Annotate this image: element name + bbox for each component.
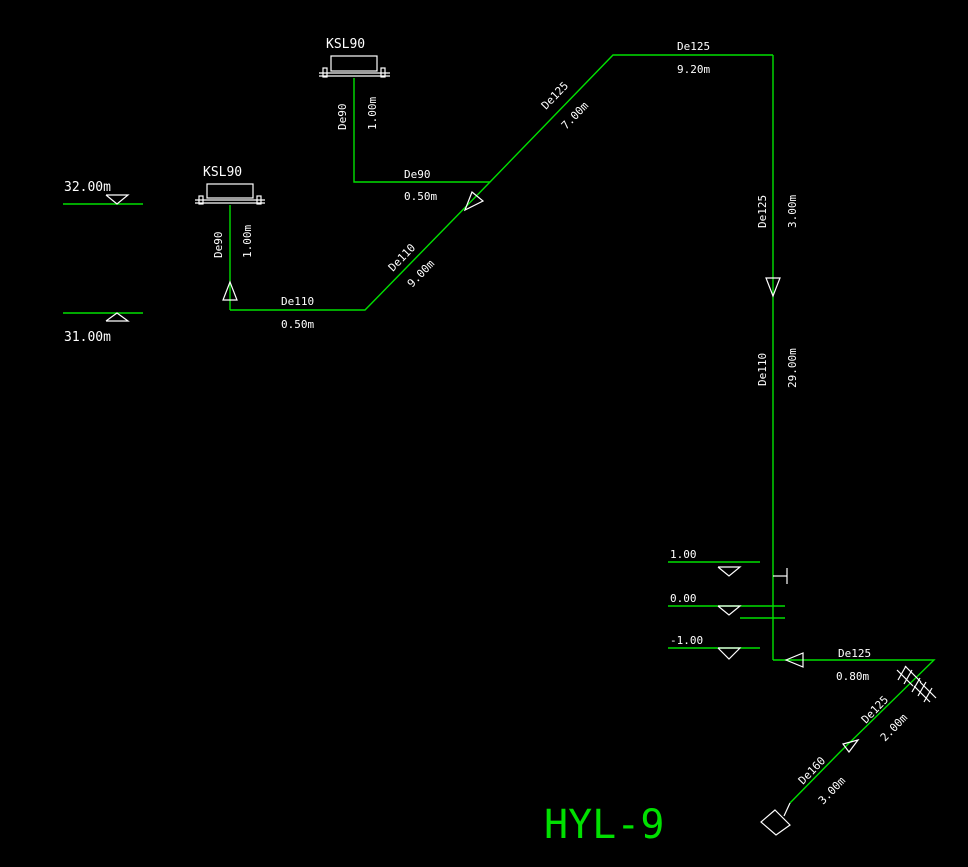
unit-ksl90-2: KSL90 [319,37,390,78]
pipe-label-p5-len: 9.00m [405,257,438,290]
outlet-fitting-icon [760,809,791,836]
diagram-title: HYL-9 [544,802,664,848]
pipe-label-p7-len: 9.20m [677,63,710,76]
fittings [760,665,937,836]
pipe-network [63,54,936,804]
unit-ksl90-2-foot-left [322,67,328,78]
pipe-labels: De90 1.00m De90 1.00m De90 0.50m De110 0… [212,40,910,807]
pipe-label-p4-len: 0.50m [281,318,314,331]
pipe-label-p8-len: 3.00m [786,195,799,228]
level-label-000: 0.00 [670,592,697,605]
pipe-label-p10-size: De125 [838,647,871,660]
pipe-label-p12-len: 3.00m [816,774,849,807]
hatch-fitting-icon [896,665,937,703]
pipe-label-p7-size: De125 [677,40,710,53]
pipe-label-p3-size: De90 [404,168,431,181]
flow-arrows [222,191,860,753]
flow-arrow-up-icon [222,280,238,301]
flow-arrow-down-icon [765,277,781,298]
level-label-3200: 32.00m [64,180,111,195]
pipe-label-p11-len: 2.00m [878,711,911,744]
pipe-label-p6-len: 7.00m [559,99,592,132]
level-triangle-000 [717,605,742,616]
unit-ksl90-1-foot-right [256,195,262,205]
level-label-100: 1.00 [670,548,697,561]
pipe-label-p9-len: 29.00m [786,348,799,388]
pipe-label-p6-size: De125 [539,79,571,112]
level-triangle-m100 [717,647,742,660]
pipe-label-p8-size: De125 [756,195,769,228]
unit-ksl90-1-foot-left [198,195,204,205]
pipe-label-p2-len: 1.00m [241,225,254,258]
pipe-unit2-branch [353,78,490,183]
level-label-m100: -1.00 [670,634,703,647]
pipe-bottom-run [773,659,936,804]
pipe-label-p5-size: De110 [386,241,418,274]
pipe-label-p2-size: De90 [212,232,225,259]
pipe-label-p10-len: 0.80m [836,670,869,683]
pipe-main-route [230,54,773,311]
pipe-label-p9-size: De110 [756,353,769,386]
level-triangle-3200 [105,194,130,205]
level-triangle-100 [717,566,742,577]
pipe-label-p3-len: 0.50m [404,190,437,203]
pipe-label-p12-size: De160 [796,754,828,787]
unit-ksl90-1-body-icon [206,183,254,199]
unit-ksl90-1-label: KSL90 [203,165,242,180]
unit-ksl90-2-body-icon [330,55,378,72]
level-label-3100: 31.00m [64,330,111,345]
flow-arrow-bottom-icon [841,738,860,753]
flow-arrow-diagonal-icon [463,191,485,212]
level-triangle-3100 [105,312,130,322]
unit-ksl90-1: KSL90 [195,165,265,205]
outlet-neck [783,802,791,817]
pipe-label-p11-size: De125 [859,693,891,726]
level-labels: 32.00m 31.00m 1.00 0.00 -1.00 [64,180,703,647]
pipe-label-p1-len: 1.00m [366,97,379,130]
pipe-label-p1-size: De90 [336,104,349,131]
level-markers [105,194,788,660]
pipe-label-p4-size: De110 [281,295,314,308]
flow-arrow-left-icon [784,652,804,668]
unit-ksl90-2-label: KSL90 [326,37,365,52]
unit-ksl90-2-foot-right [380,67,386,78]
